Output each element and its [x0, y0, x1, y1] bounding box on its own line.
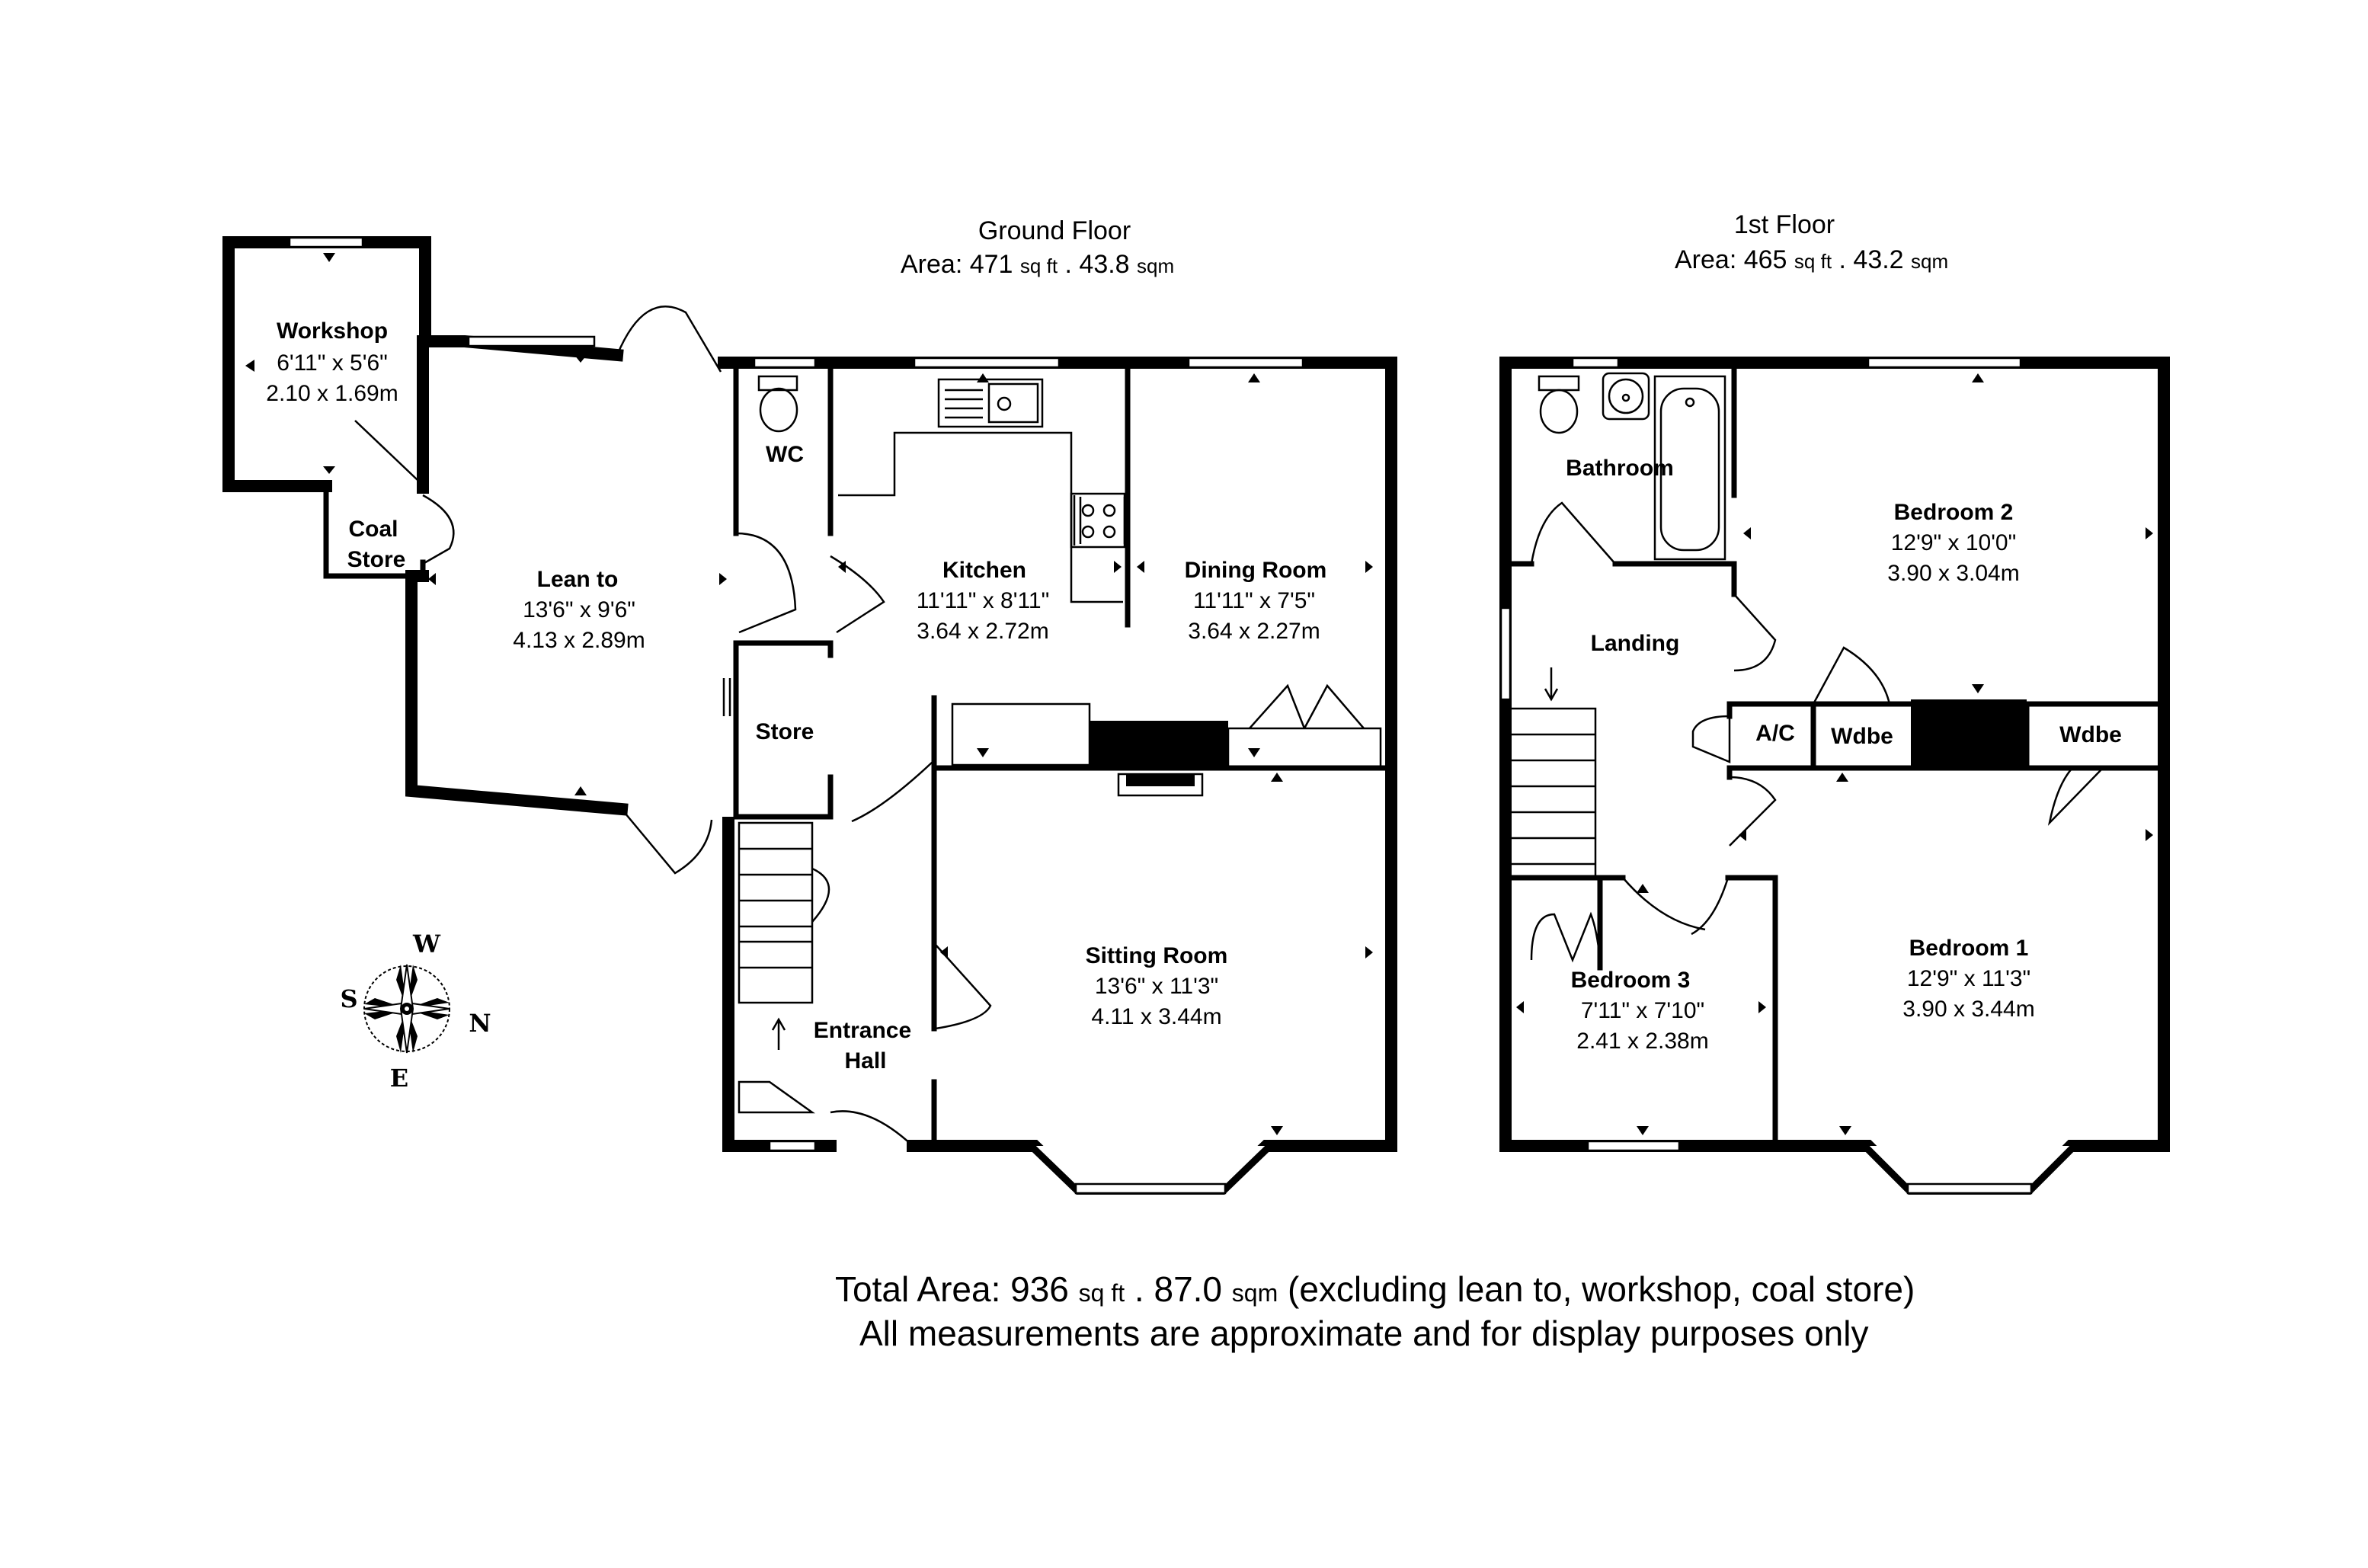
footer: Total Area: 936 sq ft . 87.0 sqm (exclud… — [835, 1269, 1915, 1353]
first-floor-title: 1st Floor — [1734, 210, 1835, 239]
workshop-imperial: 6'11" x 5'6" — [277, 350, 388, 376]
store-label: Store — [756, 719, 814, 744]
sitting-room-metric: 4.11 x 3.44m — [1091, 1004, 1221, 1029]
total-area-line: Total Area: 936 sq ft . 87.0 sqm (exclud… — [835, 1269, 1915, 1309]
first-stairs — [1509, 667, 1597, 879]
bedroom-1-metric: 3.90 x 3.44m — [1902, 997, 2034, 1022]
compass-s: S — [340, 984, 357, 1013]
ground-main-walls — [718, 357, 1397, 1195]
ground-stairs — [738, 821, 830, 1114]
compass-w: W — [412, 930, 441, 958]
bedroom-1-label: Bedroom 1 — [1909, 936, 2029, 961]
first-markers — [1516, 373, 2153, 1135]
ground-floor-area: Area: 471 sq ft . 43.8 sqm — [901, 250, 1174, 279]
wardrobe-1-label: Wdbe — [1831, 724, 1893, 749]
entrance-hall-label-line1: Entrance — [814, 1018, 911, 1043]
compass-e: E — [390, 1064, 408, 1093]
wc-label: WC — [766, 442, 804, 467]
coal-store-label-line1: Coal — [348, 517, 398, 542]
first-floor-area: Area: 465 sq ft . 43.2 sqm — [1675, 245, 1948, 274]
compass-rose: W S N E — [340, 930, 491, 1093]
landing-label: Landing — [1591, 631, 1680, 656]
kitchen-label: Kitchen — [942, 558, 1026, 583]
bedroom-2-metric: 3.90 x 3.04m — [1887, 561, 2019, 586]
bathroom-label: Bathroom — [1566, 456, 1674, 481]
kitchen-fixtures — [838, 373, 1126, 603]
sitting-markers — [940, 946, 1373, 1135]
sitting-room-imperial: 13'6" x 11'3" — [1095, 974, 1218, 999]
bedroom-3-metric: 2.41 x 2.38m — [1576, 1029, 1708, 1054]
lean-to-metric: 4.13 x 2.89m — [513, 628, 645, 653]
sitting-room-label: Sitting Room — [1086, 943, 1228, 968]
first-interior-walls — [1502, 360, 2167, 1149]
wc-fixtures — [757, 375, 798, 433]
bedroom-1-imperial: 12'9" x 11'3" — [1907, 966, 2030, 991]
workshop-label: Workshop — [277, 318, 388, 344]
bathroom-fixtures — [1538, 372, 1726, 561]
first-main-walls — [1499, 357, 2170, 1195]
dining-fixtures — [951, 373, 1382, 797]
bedroom-2-imperial: 12'9" x 10'0" — [1891, 530, 2017, 555]
ground-floor-title: Ground Floor — [978, 216, 1131, 245]
dining-room-metric: 3.64 x 2.27m — [1188, 619, 1320, 644]
ground-room-labels: Workshop 6'11" x 5'6" 2.10 x 1.69m Coal … — [266, 318, 1326, 1074]
entrance-hall-label-line2: Hall — [844, 1048, 886, 1074]
lean-to-walls — [405, 306, 731, 875]
dining-room-imperial: 11'11" x 7'5" — [1193, 588, 1315, 613]
ac-label: A/C — [1755, 721, 1795, 746]
compass-n: N — [469, 1009, 491, 1038]
bedroom-3-label: Bedroom 3 — [1571, 968, 1691, 993]
first-floor: 1st Floor Area: 465 sq ft . 43.2 sqm — [1499, 210, 2170, 1195]
lean-to-label: Lean to — [537, 567, 619, 592]
coal-store-label-line2: Store — [347, 547, 406, 572]
coal-store-walls — [323, 483, 455, 585]
bedroom-3-imperial: 7'11" x 7'10" — [1581, 998, 1704, 1023]
workshop-metric: 2.10 x 1.69m — [266, 381, 398, 406]
first-room-labels: Bathroom Bedroom 2 12'9" x 10'0" 3.90 x … — [1566, 456, 2122, 1054]
wardrobe-2-label: Wdbe — [2059, 722, 2122, 747]
ground-interior-walls — [733, 360, 1394, 1149]
dining-room-label: Dining Room — [1185, 558, 1327, 583]
kitchen-metric: 3.64 x 2.72m — [917, 619, 1048, 644]
disclaimer-line: All measurements are approximate and for… — [859, 1314, 1868, 1353]
lean-to-imperial: 13'6" x 9'6" — [523, 597, 635, 622]
kitchen-imperial: 11'11" x 8'11" — [917, 588, 1050, 613]
bedroom-2-label: Bedroom 2 — [1894, 500, 2014, 525]
compass-rose-icon — [363, 964, 450, 1054]
ground-floor: Ground Floor Area: 471 sq ft . 43.8 sqm — [222, 216, 1397, 1195]
